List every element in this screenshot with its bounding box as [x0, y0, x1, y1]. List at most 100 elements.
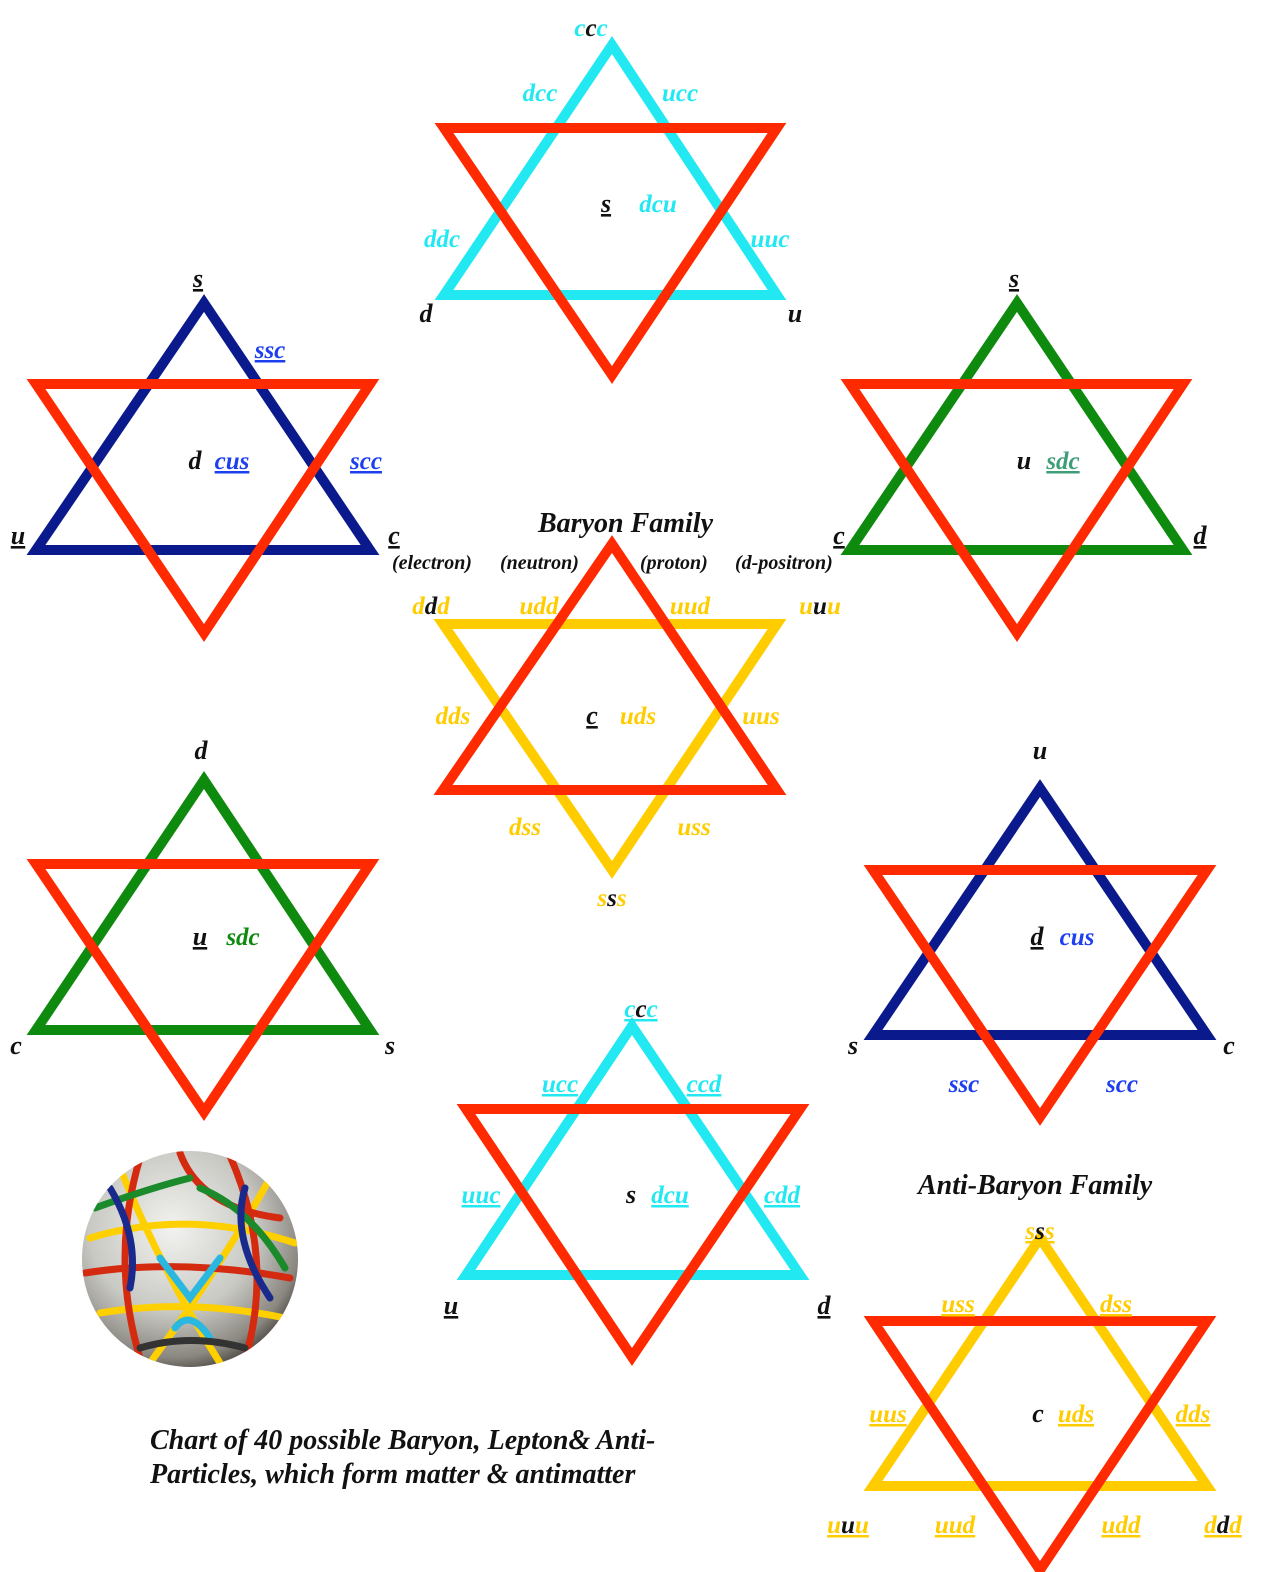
center-yellow-label-ddd: ddd	[412, 593, 450, 620]
bottom-cyan-label-ucc: ucc	[542, 1071, 578, 1098]
bottom-right-yellow-label-udd: udd	[1102, 1512, 1141, 1539]
top-cyan-label-dcu: dcu	[639, 191, 677, 218]
bottom-cyan-label-char: c	[635, 996, 646, 1023]
top-cyan-label-ccc: ccc	[574, 15, 607, 42]
top-cyan-label-uuc: uuc	[751, 226, 790, 253]
center-yellow-label-char: s	[606, 885, 617, 912]
center-yellow-label-char: d	[425, 593, 438, 620]
top-cyan-red-triangle	[444, 128, 777, 375]
right-navy-label-s: s	[847, 1031, 858, 1060]
center-yellow-label-char: u	[799, 593, 813, 620]
right-navy-label-u: u	[1033, 736, 1047, 765]
right-green-label-d: d	[1194, 521, 1208, 550]
right-green-colored-triangle	[850, 303, 1183, 550]
left-green-colored-triangle	[36, 780, 370, 1030]
bottom-right-yellow-label-ddd: ddd	[1204, 1512, 1242, 1539]
center-yellow-label-char: s	[616, 885, 627, 912]
center-yellow-label-udd: udd	[520, 593, 559, 620]
right-green-label-s: s	[1008, 264, 1019, 293]
top-cyan-label-ddc: ddc	[424, 226, 460, 253]
bottom-right-yellow-label-char: u	[827, 1512, 841, 1539]
top-cyan-label-ucc: ucc	[662, 80, 698, 107]
bottom-right-yellow-label-c: c	[1032, 1399, 1044, 1428]
top-cyan-label-d: d	[420, 299, 434, 328]
center-yellow-label-uuu: uuu	[799, 593, 841, 620]
left-green-red-triangle	[36, 864, 370, 1112]
bottom-cyan-colored-triangle	[466, 1026, 800, 1275]
caption-line-2: Particles, which form matter & antimatte…	[150, 1458, 790, 1492]
bottom-right-yellow-label-uud: uud	[935, 1512, 976, 1539]
electron-label: (electron)	[392, 552, 472, 574]
bottom-cyan-red-triangle	[466, 1109, 800, 1357]
right-navy-label-c: c	[1223, 1031, 1235, 1060]
left-green-label-d: d	[195, 736, 209, 765]
left-navy-red-triangle	[36, 384, 370, 633]
right-navy-label-cus: cus	[1060, 924, 1095, 951]
top-cyan-label-char: c	[574, 15, 585, 42]
center-yellow-label-char: d	[412, 593, 425, 620]
bottom-right-yellow-label-uss: uss	[941, 1291, 974, 1318]
bottom-right-yellow-label-dds: dds	[1176, 1401, 1211, 1428]
center-yellow-label-c: c	[586, 701, 598, 730]
bottom-right-yellow-label-char: d	[1217, 1512, 1230, 1539]
bottom-cyan-label-char: c	[647, 996, 658, 1023]
painted-sphere-image	[80, 1148, 300, 1370]
left-navy-label-ssc: ssc	[254, 337, 286, 364]
left-navy-label-scc: scc	[349, 448, 382, 475]
caption-line-1: Chart of 40 possible Baryon, Lepton& Ant…	[150, 1424, 790, 1458]
chart-caption: Chart of 40 possible Baryon, Lepton& Ant…	[150, 1424, 790, 1492]
bottom-right-yellow-label-dss: dss	[1100, 1291, 1132, 1318]
bottom-right-yellow-label-uuu: uuu	[827, 1512, 869, 1539]
center-yellow-label-dss: dss	[509, 814, 541, 841]
top-cyan-label-char: c	[585, 15, 596, 42]
bottom-cyan-label-ccd: ccd	[687, 1071, 722, 1098]
center-yellow-label-uss: uss	[677, 814, 710, 841]
left-navy-label-d: d	[189, 446, 203, 475]
top-cyan-label-char: c	[597, 15, 608, 42]
center-yellow-red-triangle	[443, 544, 777, 790]
right-green-label-c: c	[833, 521, 845, 550]
top-cyan-label-u: u	[788, 299, 802, 328]
bottom-cyan-label-uuc: uuc	[462, 1182, 501, 1209]
left-green-label-u: u	[193, 922, 207, 951]
bottom-right-yellow-label-char: s	[1044, 1218, 1055, 1245]
left-navy-label-cus: cus	[215, 448, 250, 475]
proton-label: (proton)	[640, 552, 708, 574]
center-yellow-label-char: d	[437, 593, 450, 620]
bottom-cyan-label-d: d	[818, 1291, 832, 1320]
left-green-label-c: c	[10, 1031, 22, 1060]
bottom-right-yellow-label-char: d	[1204, 1512, 1217, 1539]
center-yellow-label-dds: dds	[436, 703, 471, 730]
bottom-cyan-label-cdd: cdd	[764, 1182, 801, 1209]
top-cyan-label-s: s	[600, 189, 611, 218]
left-navy-label-c: c	[388, 521, 400, 550]
bottom-cyan-label-s: s	[625, 1180, 636, 1209]
d-positron-label: (d-positron)	[735, 552, 833, 574]
bottom-right-yellow-label-char: u	[855, 1512, 869, 1539]
bottom-cyan-label-char: c	[624, 996, 635, 1023]
right-navy-red-triangle	[873, 870, 1207, 1117]
right-navy-label-d: d	[1031, 922, 1045, 951]
left-navy-label-s: s	[192, 264, 203, 293]
center-yellow-label-sss: sss	[596, 885, 626, 912]
bottom-right-yellow-label-uus: uus	[869, 1401, 907, 1428]
center-yellow-label-char: u	[827, 593, 841, 620]
top-cyan-colored-triangle	[444, 45, 777, 295]
anti-baryon-family-title: Anti-Baryon Family	[916, 1170, 1153, 1201]
center-yellow-label-uus: uus	[742, 703, 780, 730]
bottom-cyan-label-ccc: ccc	[624, 996, 657, 1023]
bottom-right-yellow-label-uds: uds	[1058, 1401, 1094, 1428]
bottom-right-yellow-red-triangle	[873, 1321, 1207, 1570]
baryon-family-title: Baryon Family	[537, 508, 714, 539]
left-navy-colored-triangle	[36, 303, 370, 550]
left-navy-label-u: u	[11, 521, 25, 550]
bottom-right-yellow-label-char: u	[841, 1512, 855, 1539]
center-yellow-label-uud: uud	[670, 593, 711, 620]
right-green-red-triangle	[850, 384, 1183, 633]
particle-name-row: (electron) (neutron) (proton) (d-positro…	[392, 552, 833, 574]
right-navy-colored-triangle	[873, 788, 1207, 1035]
bottom-cyan-label-dcu: dcu	[651, 1182, 689, 1209]
center-yellow-colored-triangle	[443, 624, 777, 870]
bottom-right-yellow-label-sss: sss	[1024, 1218, 1054, 1245]
neutron-label: (neutron)	[500, 552, 579, 574]
